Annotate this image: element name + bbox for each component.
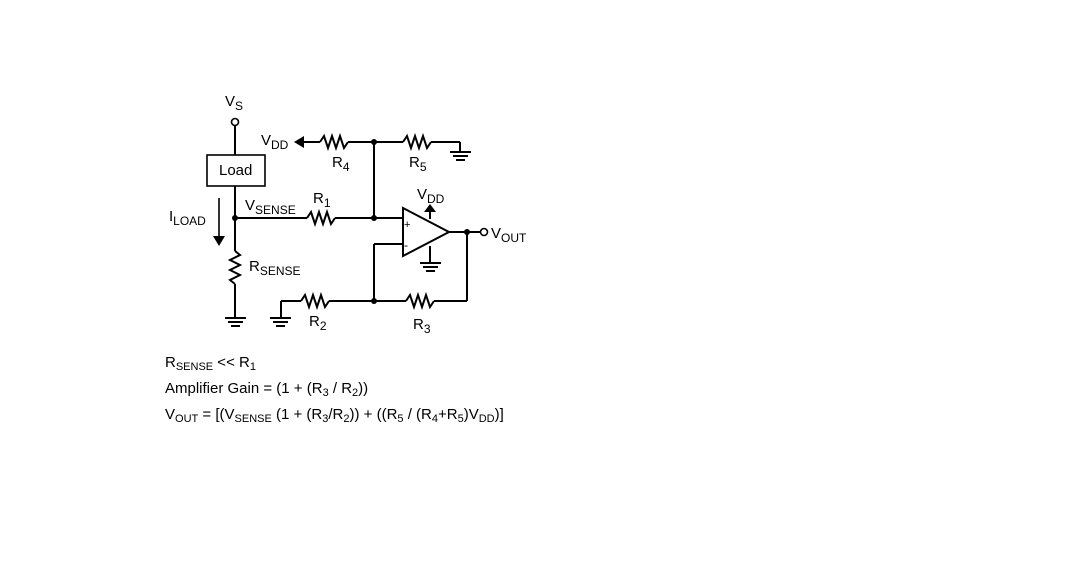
ground-icon [225,317,246,327]
r5-label: R5 [409,154,427,174]
vout-label: VOUT [491,225,527,245]
r2-label: R2 [309,313,327,333]
vout-terminal [479,227,489,237]
r1-resistor [306,208,336,228]
minus-sign: - [404,238,408,252]
ground-icon [270,317,291,327]
r4-resistor [319,132,349,152]
r1-label: R1 [313,190,331,210]
r2-resistor [300,291,330,311]
vsense-label: VSENSE [245,197,296,217]
load-label: Load [219,162,252,179]
vdd-left-label: VDD [261,132,289,152]
vout-equation: VOUT = [(VSENSE (1 + (R3/R2)) + ((R5 / (… [165,406,504,425]
vdd-left-arrow-icon [294,136,304,148]
plus-sign: + [404,219,410,231]
vdd-amp-arrow-icon [424,204,436,219]
gain-equation: Amplifier Gain = (1 + (R3 / R2)) [165,380,369,399]
equations: RSENSE << R1 Amplifier Gain = (1 + (R3 /… [165,352,504,430]
vs-terminal [230,117,240,155]
rsense-condition: RSENSE << R1 [165,354,256,373]
r5-resistor [402,132,432,152]
r4-label: R4 [332,154,350,174]
rsense-label: RSENSE [249,258,301,278]
ground-icon [420,262,441,272]
iload-label: ILOAD [169,208,206,228]
iload-arrow [213,198,225,246]
op-amp [402,206,452,258]
ground-icon [450,151,471,161]
r3-resistor [405,291,435,311]
vdd-amp-label: VDD [417,186,445,206]
r3-label: R3 [413,316,431,336]
rsense-resistor [227,250,243,285]
vs-label: VS [225,93,243,113]
plus-input-node [371,215,377,221]
